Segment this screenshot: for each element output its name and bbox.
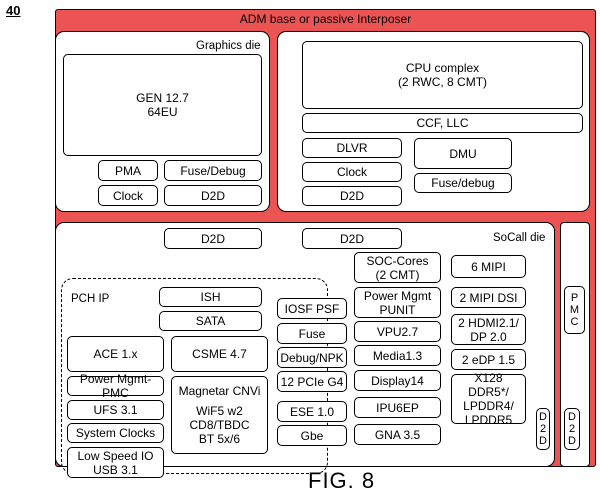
pmc-d2d-vertical-block: D 2 D bbox=[564, 408, 580, 450]
gna-block: GNA 3.5 bbox=[354, 424, 441, 445]
ace-block: ACE 1.x bbox=[67, 336, 164, 372]
hdmi-dp-block: 2 HDMI2.1/ DP 2.0 bbox=[451, 314, 526, 345]
d2d-letter: D bbox=[539, 411, 547, 423]
ipu-block: IPU6EP bbox=[354, 397, 441, 418]
media-block: Media1.3 bbox=[354, 345, 441, 366]
pmc-letter: C bbox=[570, 316, 579, 328]
power-mgmt-pmc-block: Power Mgmt-PMC bbox=[67, 372, 164, 400]
gfx-fuse-debug-block: Fuse/Debug bbox=[164, 160, 262, 181]
d2d-letter: 2 bbox=[539, 423, 547, 435]
d2d-letter: D bbox=[568, 435, 576, 447]
pch-ip-label: PCH IP bbox=[71, 293, 110, 305]
mipi-dsi-block: 2 MIPI DSI bbox=[451, 287, 526, 308]
ese-block: ESE 1.0 bbox=[277, 401, 347, 422]
gfx-d2d-block: D2D bbox=[164, 185, 262, 206]
soc-cores-block: SOC-Cores (2 CMT) bbox=[354, 252, 441, 283]
d2d-letter: D bbox=[539, 435, 547, 447]
soc-d2d-left-block: D2D bbox=[164, 228, 262, 249]
ish-block: ISH bbox=[159, 287, 262, 307]
gbe-block: Gbe bbox=[277, 425, 347, 446]
soc-d2d-right-block: D2D bbox=[302, 228, 402, 249]
pcie-block: 12 PCIe G4 bbox=[277, 371, 347, 392]
interposer-label: ADM base or passive Interposer bbox=[239, 12, 412, 26]
pmc-block: P M C bbox=[564, 286, 585, 334]
dmu-block: DMU bbox=[414, 138, 512, 169]
d2d-letter: D bbox=[568, 411, 576, 423]
graphics-die-label: Graphics die bbox=[196, 40, 261, 52]
vpu-block: VPU2.7 bbox=[354, 321, 441, 342]
pmc-letter: P bbox=[570, 292, 579, 304]
soc-die-label: SoCall die bbox=[493, 232, 546, 244]
figure-reference-number: 40 bbox=[6, 3, 21, 18]
magnetar-title: Magnetar CNVi bbox=[178, 384, 261, 398]
cpu-fuse-debug-block: Fuse/debug bbox=[414, 173, 512, 193]
low-speed-io-block: Low Speed IO USB 3.1 bbox=[67, 447, 164, 478]
pma-block: PMA bbox=[98, 160, 158, 181]
debug-npk-block: Debug/NPK bbox=[277, 347, 347, 368]
power-mgmt-punit-block: Power Mgmt PUNIT bbox=[354, 287, 441, 318]
sata-block: SATA bbox=[159, 311, 262, 331]
dlvr-block: DLVR bbox=[302, 138, 402, 158]
magnetar-cnvi-block: Magnetar CNVi WiF5 w2 CD8/TBDC BT 5x/6 bbox=[171, 376, 268, 454]
soc-d2d-vertical-block: D 2 D bbox=[536, 408, 550, 450]
cpu-d2d-block: D2D bbox=[302, 186, 402, 206]
d2d-letter: 2 bbox=[568, 423, 576, 435]
gen-block: GEN 12.7 64EU bbox=[63, 54, 262, 156]
display-block: Display14 bbox=[354, 370, 441, 391]
ufs-block: UFS 3.1 bbox=[67, 400, 164, 420]
gfx-clock-block: Clock bbox=[98, 185, 158, 206]
magnetar-body: WiF5 w2 CD8/TBDC BT 5x/6 bbox=[189, 404, 250, 446]
csme-block: CSME 4.7 bbox=[171, 336, 268, 372]
pmc-letter: M bbox=[569, 304, 580, 316]
ddr-block: X128 DDR5*/ LPDDR4/ LPDDR5 bbox=[451, 371, 526, 427]
figure-caption: FIG. 8 bbox=[308, 468, 376, 493]
soc-fuse-block: Fuse bbox=[277, 323, 347, 344]
cpu-complex-block: CPU complex (2 RWC, 8 CMT) bbox=[302, 41, 583, 109]
cpu-clock-block: Clock bbox=[302, 162, 402, 182]
ccf-llc-block: CCF, LLC bbox=[302, 113, 583, 133]
edp-block: 2 eDP 1.5 bbox=[451, 349, 526, 370]
system-clocks-block: System Clocks bbox=[67, 423, 164, 443]
iosf-psf-block: IOSF PSF bbox=[277, 298, 347, 319]
mipi-block: 6 MIPI bbox=[451, 255, 526, 278]
